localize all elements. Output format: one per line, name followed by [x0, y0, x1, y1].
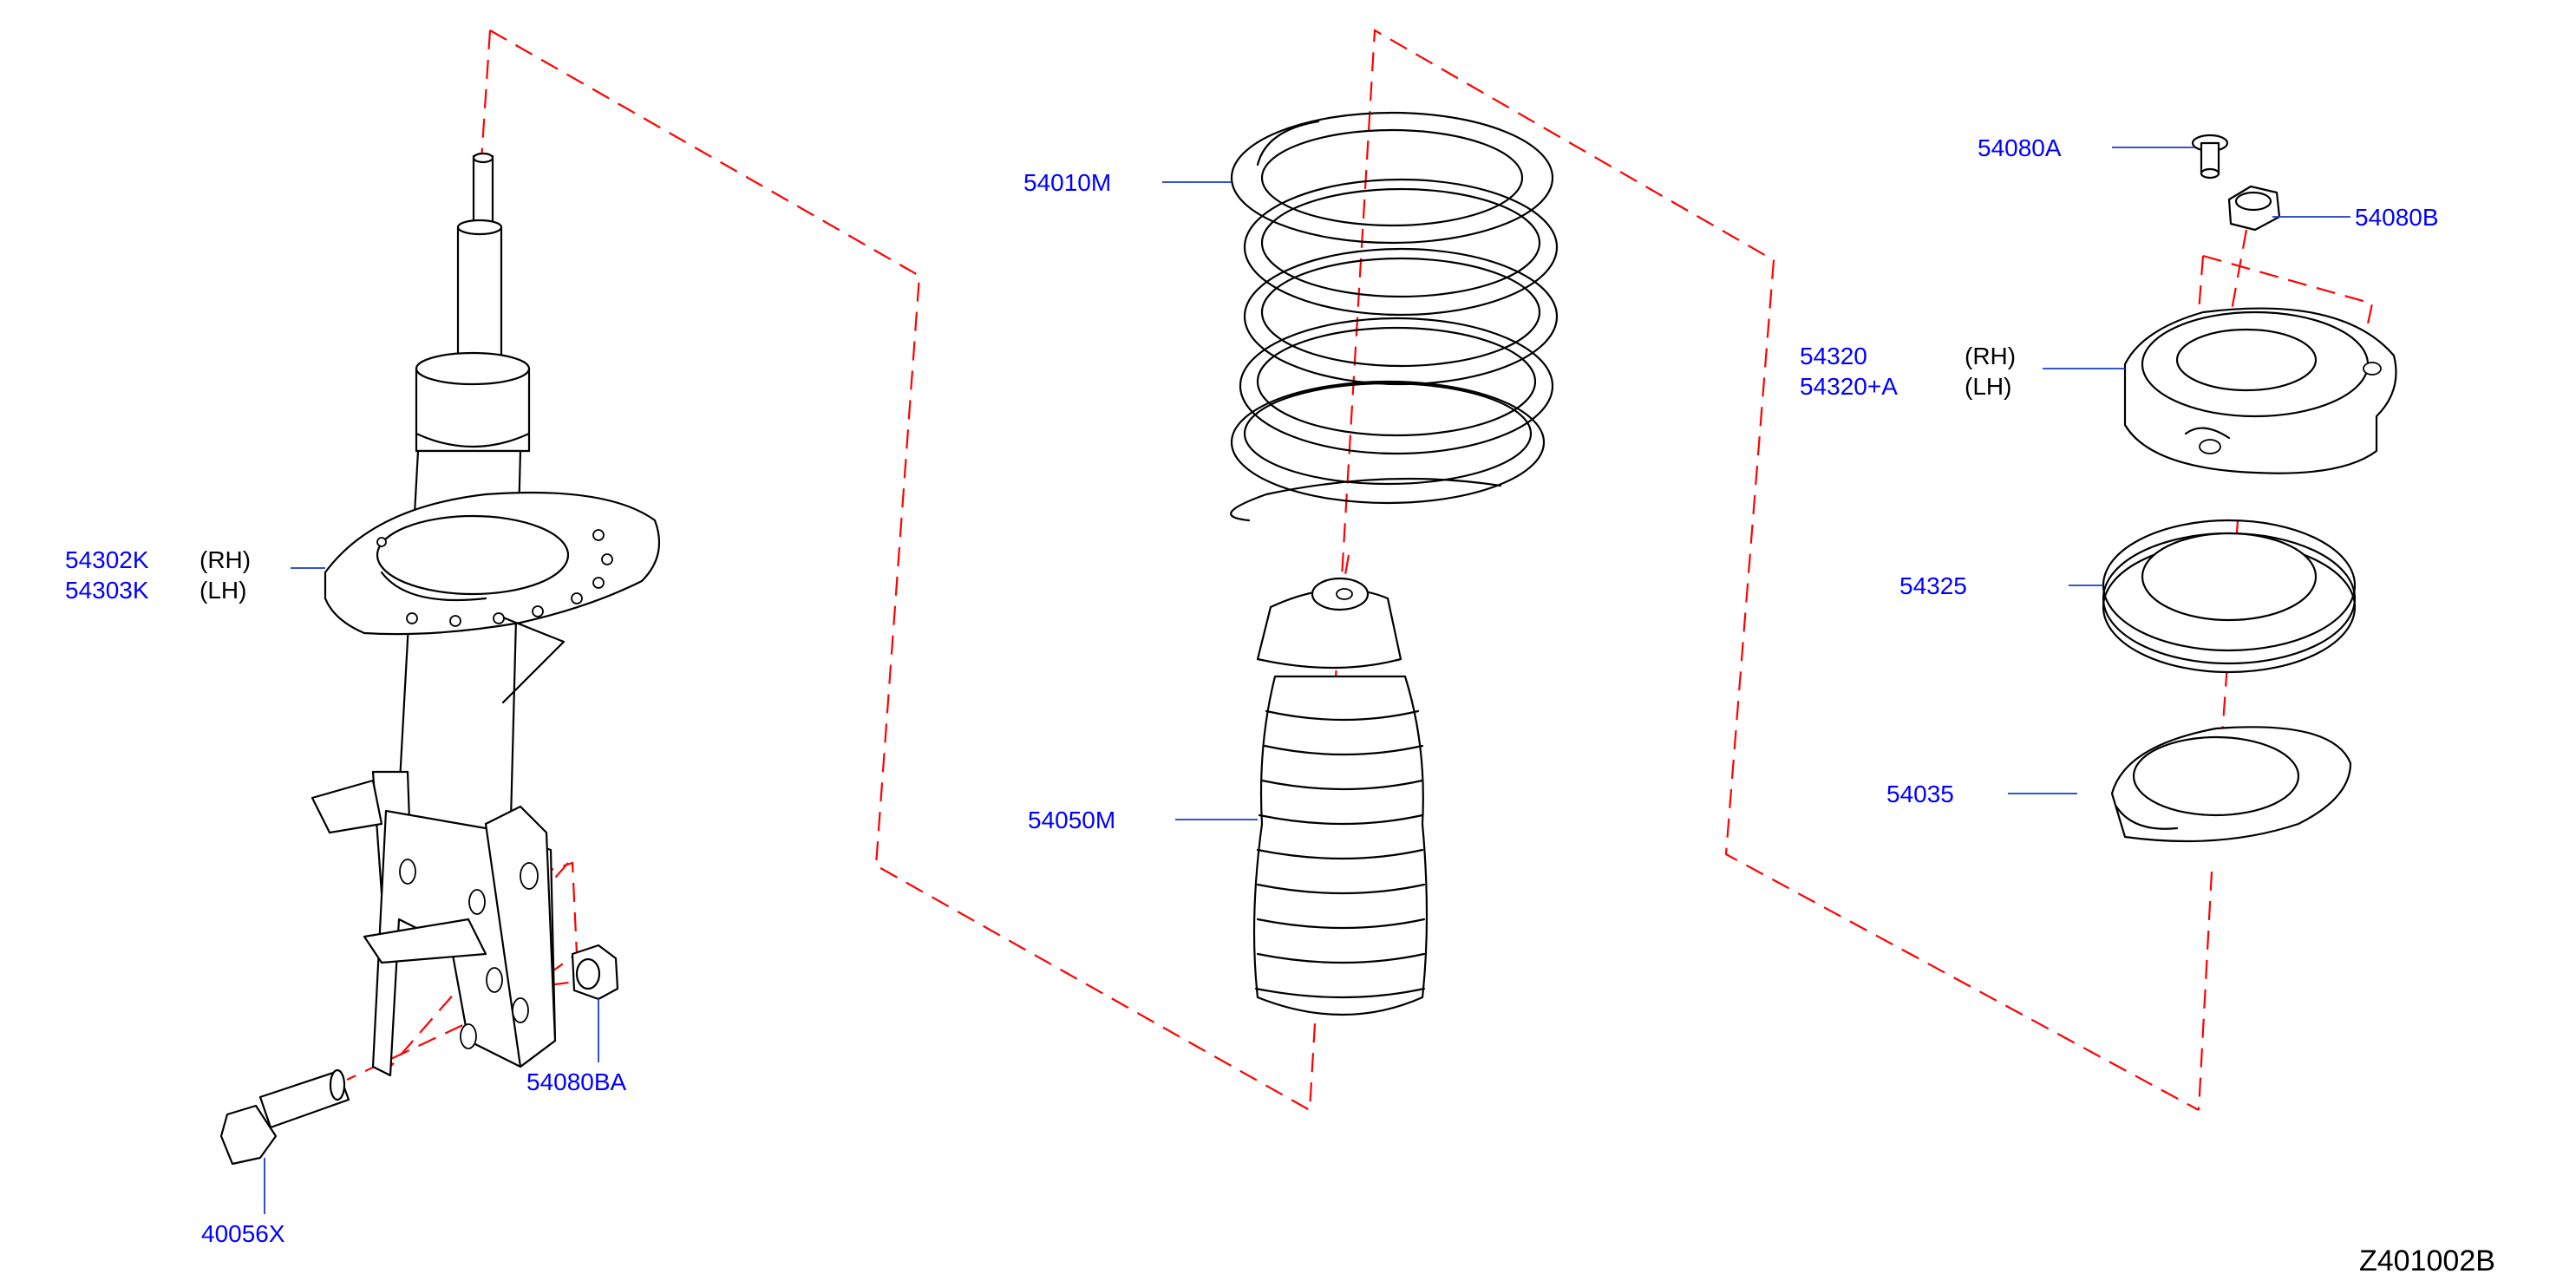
label-strut-lh: 54303K [65, 577, 149, 604]
bearing [2102, 519, 2357, 674]
diagram-code: Z401002B [2359, 1245, 2495, 1277]
bump-stop [1252, 577, 1429, 1016]
label-mount-rh: 54320 [1800, 343, 1867, 369]
label-mount-lh-side: (LH) [1965, 373, 2011, 400]
strut-assembly [311, 152, 661, 1077]
leader-lines [264, 147, 2350, 1214]
label-nut-a: 54080A [1978, 134, 2062, 161]
spring-seat [2110, 726, 2352, 843]
label-coil-spring: 54010M [1023, 169, 1111, 196]
label-strut-rh: 54302K [65, 546, 149, 573]
nut-ba [571, 944, 619, 1001]
strut-mount [2123, 307, 2397, 474]
nut-b [2227, 185, 2281, 232]
label-rh: (RH) [199, 546, 251, 573]
bolt [219, 1068, 350, 1166]
label-nut-ba: 54080BA [526, 1068, 627, 1095]
label-nut-b: 54080B [2355, 204, 2439, 231]
label-lh: (LH) [199, 577, 246, 604]
label-mount-rh-side: (RH) [1965, 343, 2016, 369]
label-bump-stop: 54050M [1028, 807, 1115, 833]
label-spring-seat: 54035 [1886, 781, 1954, 807]
label-bolt: 40056X [201, 1220, 285, 1247]
label-bearing: 54325 [1899, 572, 1967, 599]
nut-a [2191, 134, 2229, 180]
coil-spring [1230, 111, 1559, 522]
part-labels: 54302K (RH) 54303K (LH) 54010M 54050M 54… [65, 134, 2495, 1277]
label-mount-lh: 54320+A [1800, 373, 1898, 400]
